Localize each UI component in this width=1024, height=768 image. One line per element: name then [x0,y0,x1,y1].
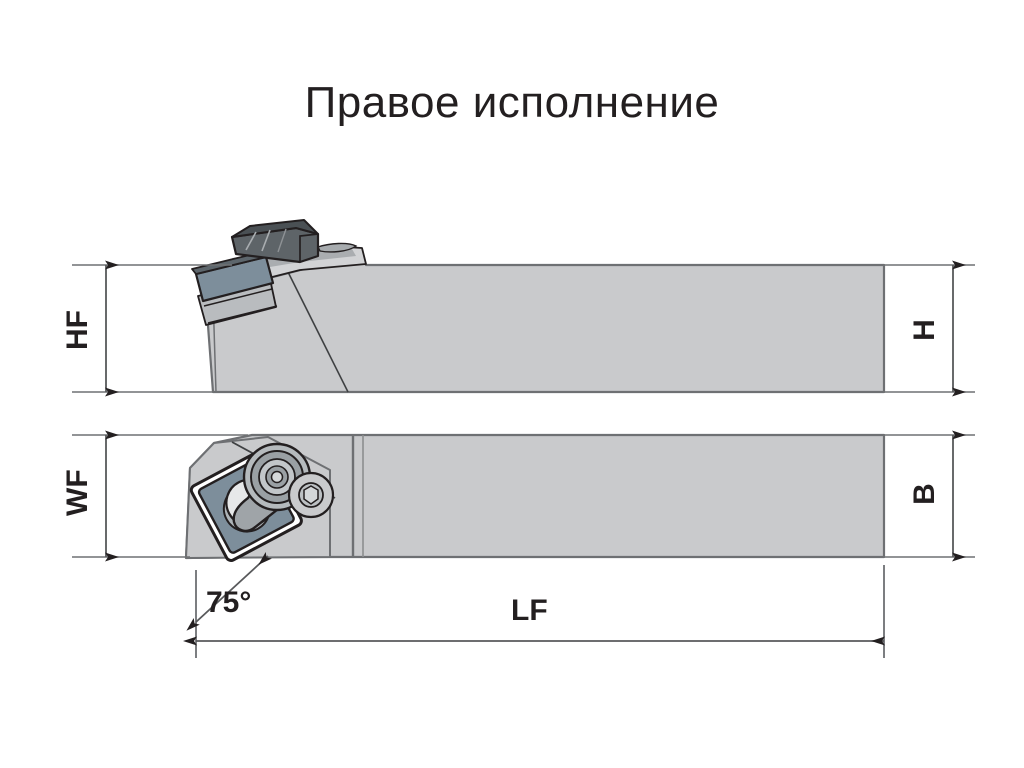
side-view-head-slope-line [285,267,349,393]
dimension-wf [72,430,248,562]
dimension-label-wf: WF [61,469,94,516]
side-view-clamp-edge-line [299,233,319,262]
top-view-clamp-screw-socket [270,470,284,484]
side-view-seat-lines [203,288,278,324]
page-title: Правое исполнение [304,78,720,127]
side-view-screw-recess [317,242,358,253]
side-view-clamp-highlight-2 [261,229,271,252]
side-view-clamp-highlight-1 [245,231,257,251]
dimension-hf [72,260,232,397]
side-view-group [191,219,886,394]
side-view-shank-body [204,250,886,394]
top-view-group [184,433,886,562]
dimension-label-hf: HF [61,310,94,350]
dimension-label-b: B [908,483,941,505]
angle-leader-line [186,552,272,631]
dimension-angle-75 [186,552,272,631]
dimension-b [884,430,975,562]
dimension-label-lf: LF [511,594,548,627]
top-view-secondary-hole-hex [303,485,319,505]
side-view-clamp-highlight-3 [277,228,287,253]
angle-label-75: 75° [206,586,252,619]
dimension-label-h: H [908,319,941,341]
dimension-h [884,260,975,397]
